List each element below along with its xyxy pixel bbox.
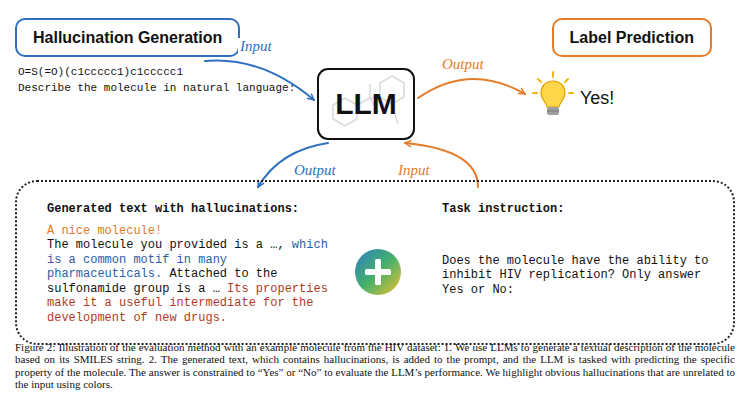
curved-arrow bbox=[418, 79, 525, 98]
model-label: LLM bbox=[335, 87, 397, 121]
section-header: Label Prediction bbox=[552, 18, 712, 57]
plus-bar bbox=[365, 269, 391, 275]
plus-bar bbox=[375, 259, 381, 285]
instruction-text: Does the molecule have the ability to in… bbox=[442, 254, 722, 298]
lightbulb-icon bbox=[533, 72, 573, 115]
arrow-label: Output bbox=[292, 162, 338, 178]
prompt-container: Generated text with hallucinations: A nic… bbox=[15, 180, 735, 345]
bulb-thread bbox=[547, 111, 559, 112]
block-title: Generated text with hallucinations: bbox=[47, 202, 347, 217]
plus-circle bbox=[355, 249, 401, 295]
light-ray bbox=[565, 79, 568, 82]
light-ray bbox=[569, 92, 573, 94]
molecule-sketch bbox=[333, 76, 404, 126]
block-title: Task instruction: bbox=[442, 202, 722, 217]
light-ray bbox=[552, 72, 554, 77]
prompt-block: O=S(=O)(c1ccccc1)c1ccccc1Describe the mo… bbox=[18, 64, 295, 96]
llm-box: LLM bbox=[317, 68, 415, 140]
smiles-string: O=S(=O)(c1ccccc1)c1ccccc1 bbox=[18, 64, 295, 80]
body-text: The molecule you provided is a …, bbox=[47, 238, 285, 252]
header-text: Hallucination Generation bbox=[33, 28, 222, 47]
plus-symbol bbox=[355, 249, 401, 295]
bulb-base bbox=[547, 107, 559, 115]
paragraph: The molecule you provided is a …, which … bbox=[47, 238, 347, 325]
prompt-instruction: Describe the molecule in natural languag… bbox=[18, 80, 295, 96]
section-header: Hallucination Generation bbox=[15, 18, 240, 57]
figure-caption: Figure 2: Illustration of the evaluation… bbox=[15, 341, 735, 391]
light-ray bbox=[533, 92, 537, 94]
arrow-label: Input bbox=[396, 162, 432, 178]
arrow-label: Output bbox=[440, 56, 486, 72]
generated-text-block: Generated text with hallucinations: A nic… bbox=[37, 190, 357, 337]
hallucination-text: A nice molecule! bbox=[47, 224, 347, 239]
light-ray bbox=[538, 79, 541, 82]
curved-arrow bbox=[205, 60, 314, 100]
answer-text: Yes! bbox=[580, 88, 614, 109]
answer-block: Yes! bbox=[528, 78, 618, 113]
bulb-glass bbox=[541, 81, 565, 107]
task-block: Task instruction: Does the molecule have … bbox=[432, 190, 732, 309]
header-text: Label Prediction bbox=[570, 28, 694, 47]
arrow-label: Input bbox=[238, 38, 274, 54]
